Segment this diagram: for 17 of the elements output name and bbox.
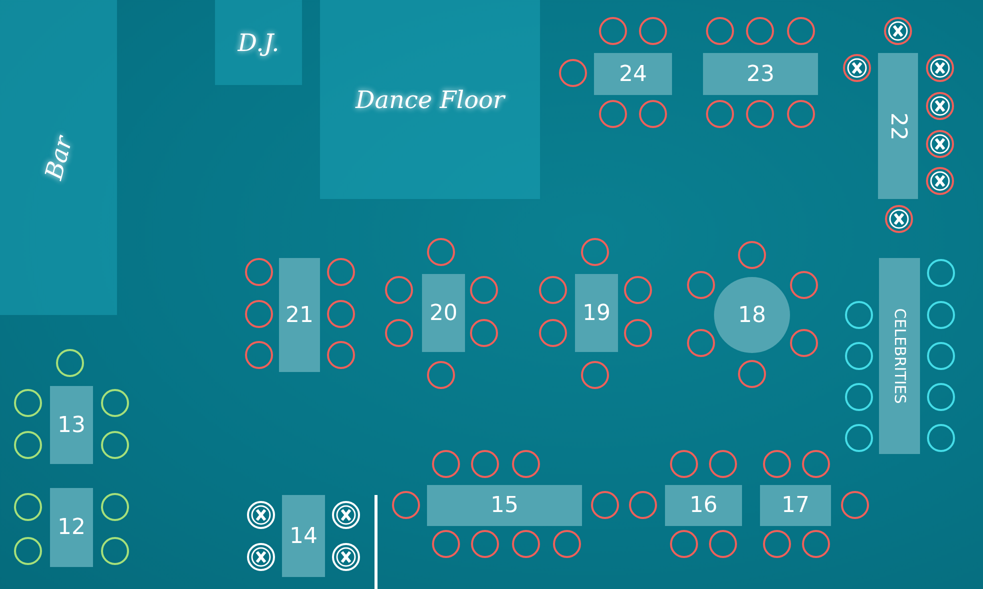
table: 20 xyxy=(422,274,465,352)
table: 19 xyxy=(575,274,618,352)
table: 22 xyxy=(878,53,918,199)
table: 24 xyxy=(594,53,672,95)
dance-floor: Dance Floor xyxy=(320,0,540,199)
table: CELEBRITIES xyxy=(879,258,920,454)
table: 23 xyxy=(703,53,818,95)
dj-booth: D.J. xyxy=(215,0,302,85)
table: 16 xyxy=(665,485,742,526)
table: 15 xyxy=(427,485,582,526)
table: 13 xyxy=(50,386,93,464)
table: 12 xyxy=(50,488,93,567)
table: 17 xyxy=(760,485,831,526)
table: 14 xyxy=(282,495,325,577)
table: 21 xyxy=(279,258,320,372)
round-table: 18 xyxy=(714,277,790,353)
bar-area: Bar xyxy=(0,0,117,315)
